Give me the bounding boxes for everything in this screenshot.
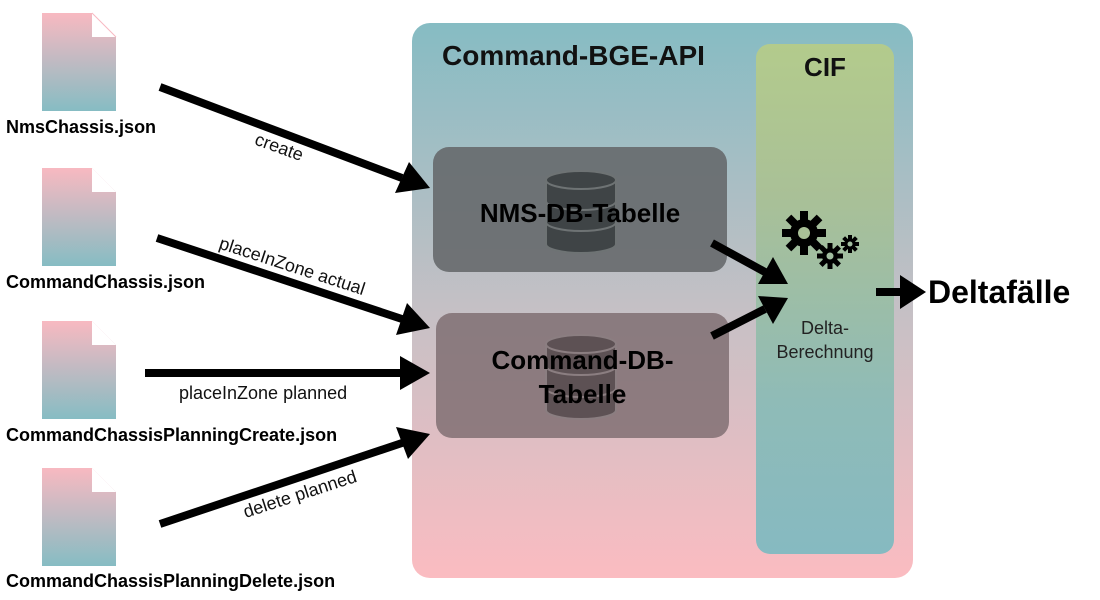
gears-icon (782, 211, 859, 269)
file-label-planningcreate: CommandChassisPlanningCreate.json (6, 425, 338, 445)
delta-calculation-text: Delta- Berechnung (760, 316, 890, 364)
arrowhead-delete-planned (396, 427, 430, 459)
arrowhead-place-actual (396, 303, 430, 335)
arrow-command-to-cif (710, 305, 767, 340)
arrow-place-actual (155, 234, 407, 324)
file-icon-planningdelete (42, 468, 116, 566)
arrow-delete-planned (158, 438, 407, 528)
arrow-create (158, 83, 404, 182)
file-icon-commandchassis (42, 168, 116, 266)
arrow-nms-to-cif (710, 239, 767, 276)
file-label-commandchassis: CommandChassis.json (6, 272, 206, 292)
arrowhead-nms-to-cif (758, 257, 788, 284)
database-icon-nms (545, 170, 617, 254)
delta-line2: Berechnung (776, 342, 874, 362)
arrowhead-deltafaelle (900, 275, 926, 309)
file-icon-planningcreate (42, 321, 116, 419)
command-db-table-label-line2: Tabelle (538, 379, 627, 409)
deltafaelle-output-label: Deltafälle (928, 274, 1071, 310)
api-title: Command-BGE-API (442, 40, 705, 71)
arrow-label-place-planned: placeInZone planned (179, 383, 348, 403)
file-icon-nmschassis (42, 12, 117, 111)
arrowhead-place-planned (400, 356, 430, 390)
arrowhead-command-to-cif (758, 296, 788, 324)
database-icon-command (545, 334, 617, 420)
command-db-table-label-line1: Command-DB- (491, 345, 674, 375)
nms-db-table-label: NMS-DB-Tabelle (479, 198, 681, 228)
cif-title: CIF (804, 52, 846, 82)
file-label-nmschassis: NmsChassis.json (6, 117, 157, 137)
arrowhead-create (395, 162, 430, 193)
delta-line1: Delta- (800, 318, 849, 338)
file-label-planningdelete: CommandChassisPlanningDelete.json (6, 571, 336, 591)
